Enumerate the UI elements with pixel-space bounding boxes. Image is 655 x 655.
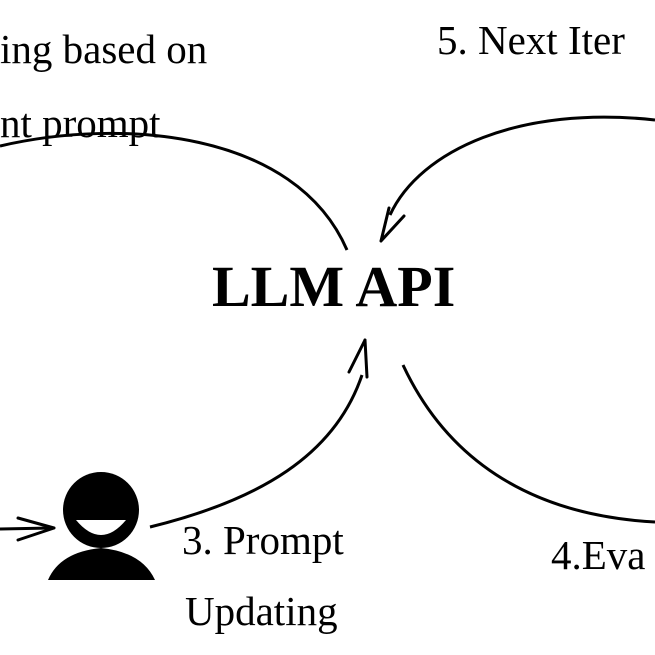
user-icon xyxy=(48,472,155,580)
center-title: LLM API xyxy=(212,254,456,319)
label-top-left-line1: ing based on xyxy=(0,26,208,72)
label-bottom-right: 4.Eva xyxy=(551,532,646,578)
label-top-left-line2: nt prompt xyxy=(0,100,161,146)
arc-bottom-right xyxy=(401,364,655,524)
arc-bottom-left xyxy=(149,374,364,529)
label-bottom-center-line1: 3. Prompt xyxy=(182,517,344,563)
arc-top-right xyxy=(388,115,655,216)
arc-top-left xyxy=(0,131,349,251)
arrow-into-user xyxy=(0,526,53,531)
label-top-right: 5. Next Iter xyxy=(437,17,625,63)
arrowhead-top-right xyxy=(379,206,406,243)
label-bottom-center-line2: Updating xyxy=(185,588,338,634)
arrowhead-into-user xyxy=(16,516,56,542)
arrowhead-bottom-left xyxy=(347,338,369,379)
